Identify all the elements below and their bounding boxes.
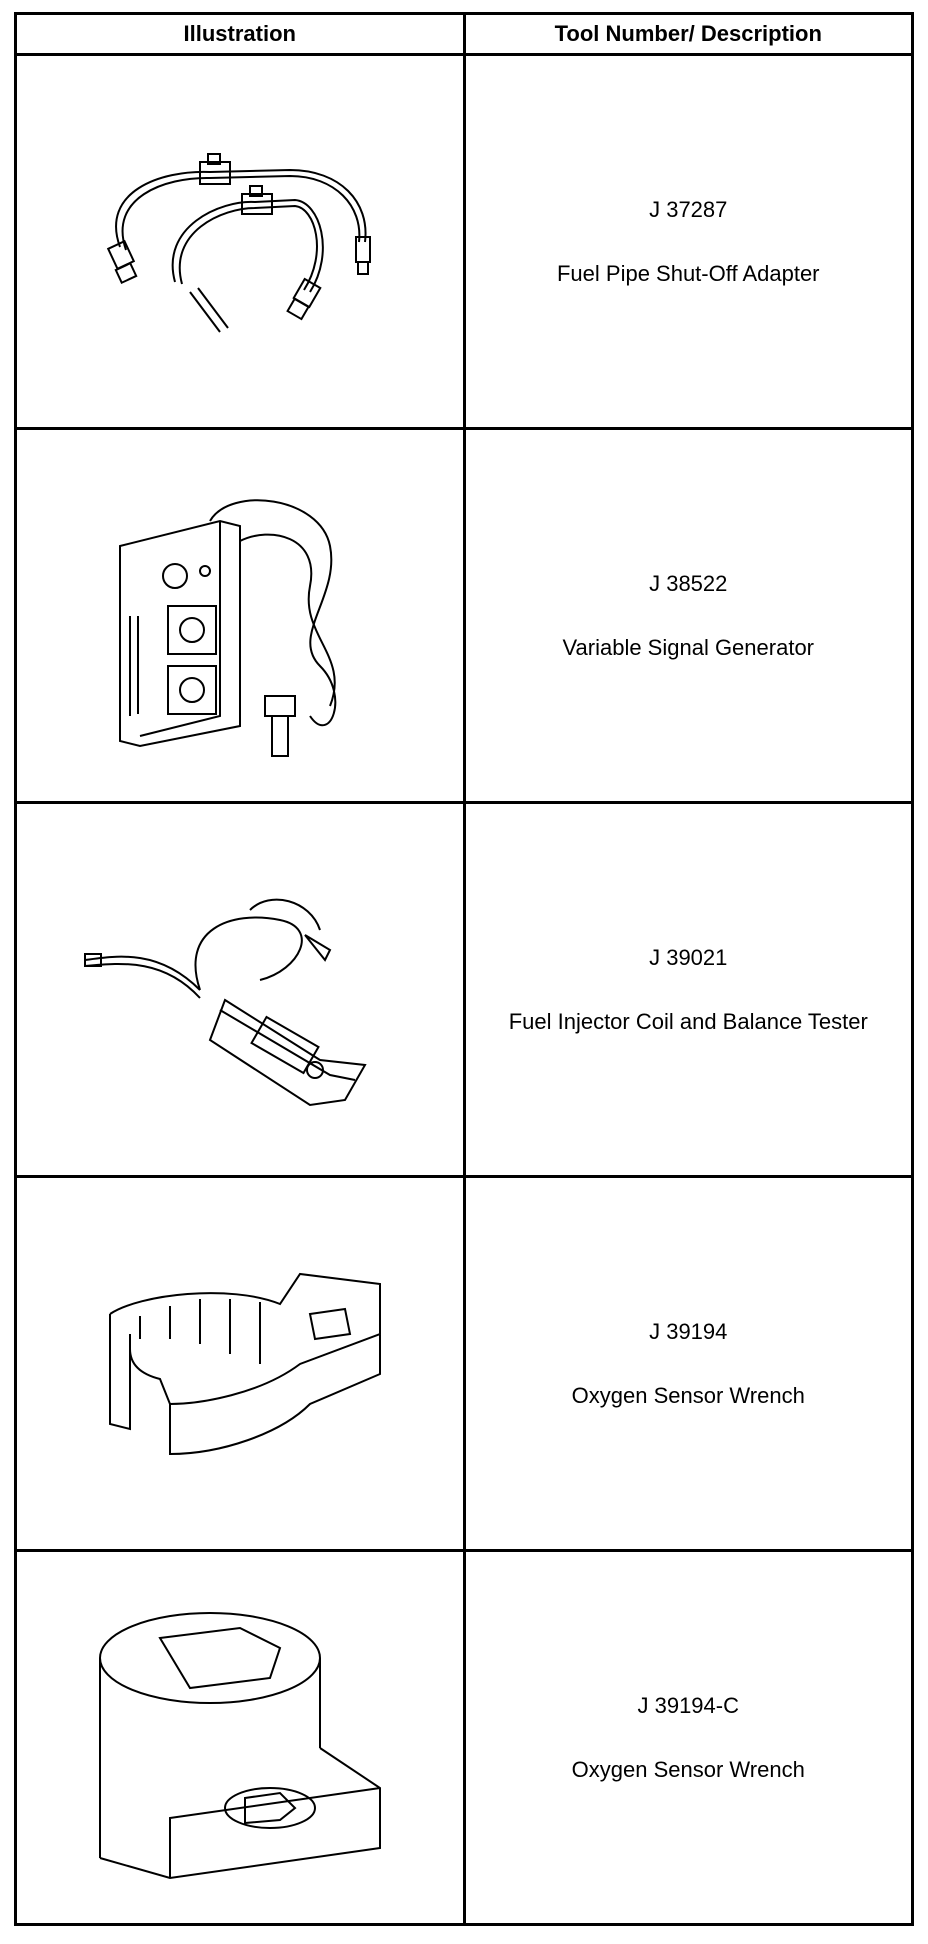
description-cell: J 37287 Fuel Pipe Shut-Off Adapter — [462, 53, 914, 430]
tool-name: Variable Signal Generator — [562, 634, 815, 660]
table-row: J 38522 Variable Signal Generator — [14, 427, 914, 804]
tool-number: J 39194 — [649, 1318, 728, 1344]
tool-number: J 38522 — [649, 570, 728, 596]
tool-name: Fuel Pipe Shut-Off Adapter — [556, 260, 820, 286]
description-cell: J 39194 Oxygen Sensor Wrench — [462, 1175, 914, 1552]
description-cell: J 39194-C Oxygen Sensor Wrench — [462, 1549, 914, 1926]
header-row: Illustration Tool Number/ Description — [14, 12, 914, 56]
table-row: J 39021 Fuel Injector Coil and Balance T… — [14, 801, 914, 1178]
illustration-cell — [14, 53, 466, 430]
tool-name: Oxygen Sensor Wrench — [571, 1756, 805, 1782]
illustration-cell — [14, 1549, 466, 1926]
signal-generator-icon — [90, 466, 390, 766]
fuel-pipe-shutoff-adapter-icon — [80, 132, 400, 352]
illustration-cell — [14, 801, 466, 1178]
illustration-cell — [14, 427, 466, 804]
table-row: J 39194 Oxygen Sensor Wrench — [14, 1175, 914, 1552]
table-row: J 37287 Fuel Pipe Shut-Off Adapter — [14, 53, 914, 430]
description-header: Tool Number/ Description — [462, 12, 914, 56]
tool-number: J 37287 — [649, 196, 728, 222]
tool-name: Fuel Injector Coil and Balance Tester — [508, 1008, 868, 1034]
tool-number: J 39194-C — [637, 1692, 739, 1718]
table-row: J 39194-C Oxygen Sensor Wrench — [14, 1549, 914, 1926]
illustration-cell — [14, 1175, 466, 1552]
tool-name: Oxygen Sensor Wrench — [571, 1382, 805, 1408]
illustration-header: Illustration — [14, 12, 466, 56]
tools-table: Illustration Tool Number/ Description J … — [14, 12, 914, 1926]
description-cell: J 39021 Fuel Injector Coil and Balance T… — [462, 801, 914, 1178]
tool-number: J 39021 — [649, 944, 728, 970]
socket-wrench-icon — [80, 1588, 400, 1888]
description-cell: J 38522 Variable Signal Generator — [462, 427, 914, 804]
injector-tester-icon — [80, 850, 400, 1130]
open-wrench-icon — [80, 1254, 400, 1474]
